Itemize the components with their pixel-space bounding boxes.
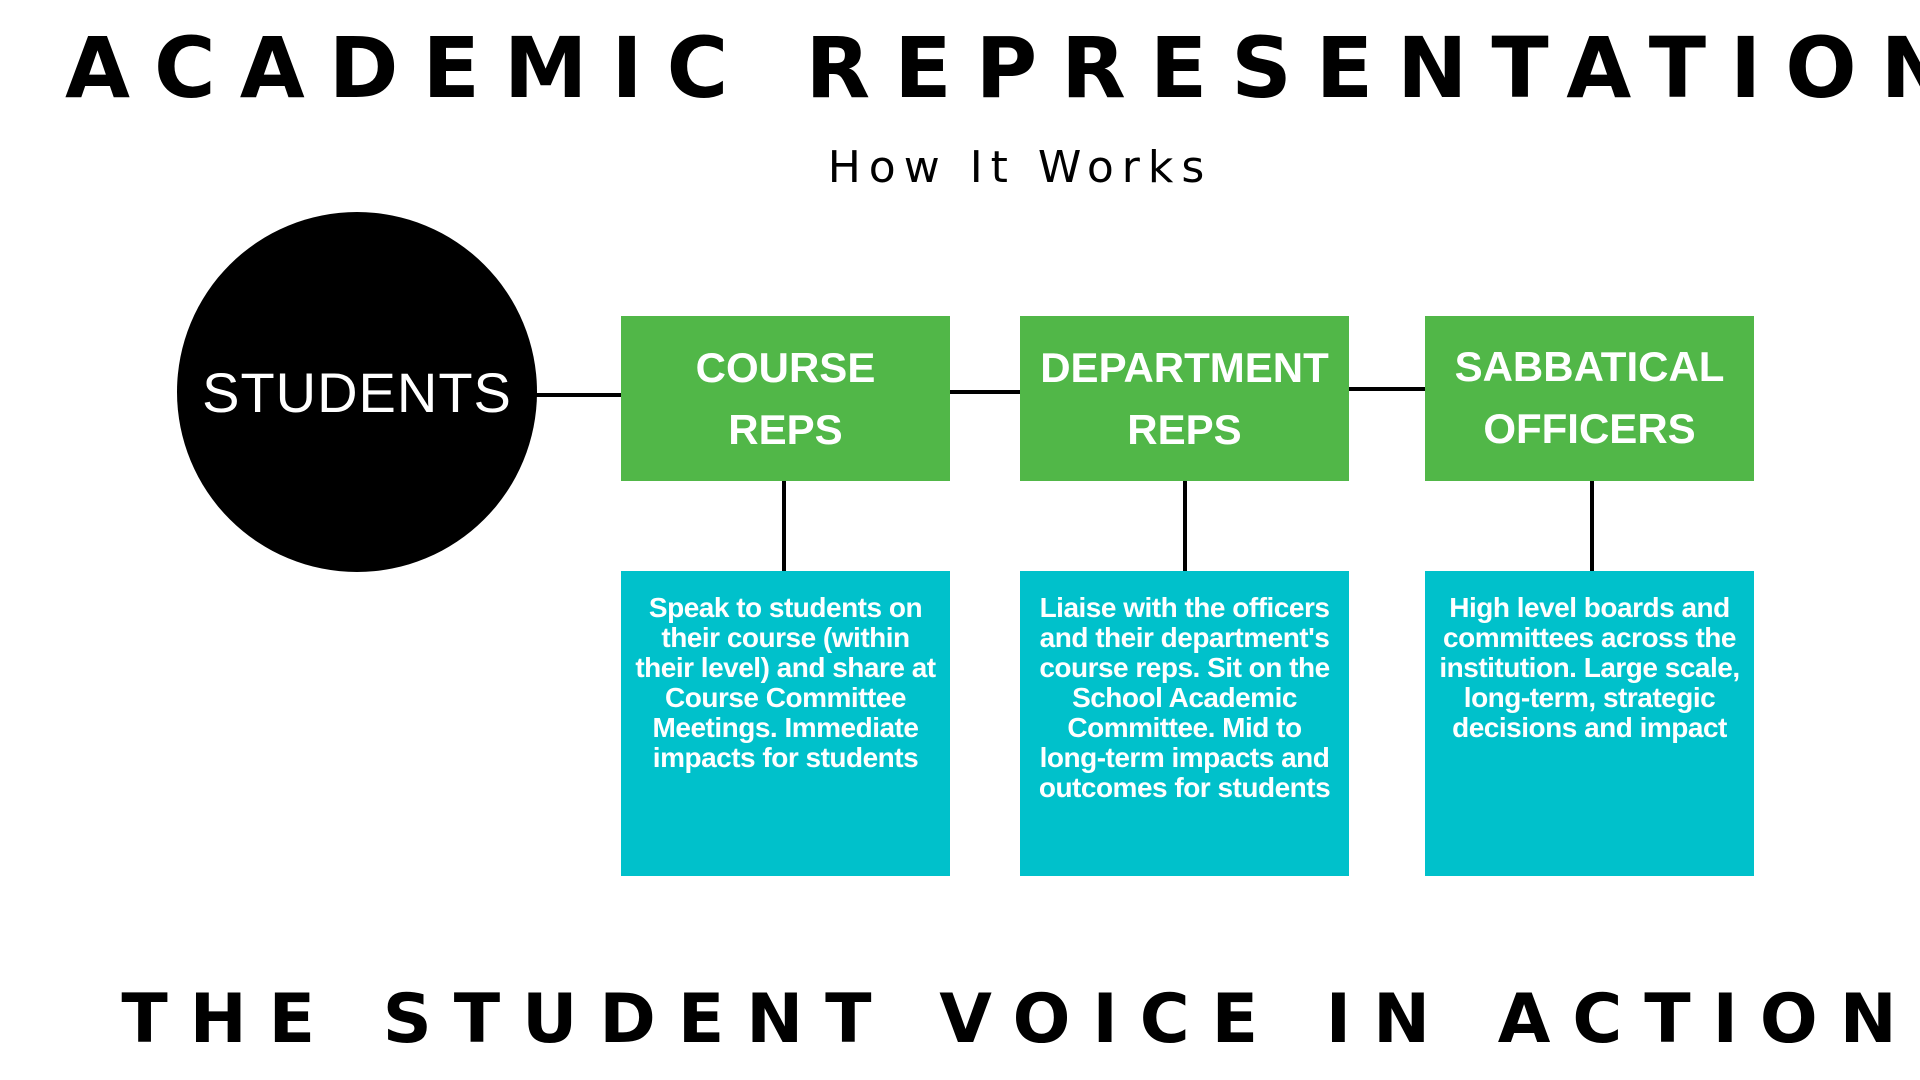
connector-course-department [948, 390, 1020, 394]
course-reps-description: Speak to students on their course (withi… [621, 571, 950, 876]
connector-department-sabbatical [1348, 387, 1425, 391]
page-subtitle: How It Works [827, 142, 1213, 193]
department-reps-description: Liaise with the officers and their depar… [1020, 571, 1349, 876]
connector-students-course [535, 393, 621, 397]
page-title: ACADEMIC REPRESENTATION [65, 19, 1920, 117]
sabbatical-officers-box: SABBATICAL OFFICERS [1425, 316, 1754, 481]
students-label: STUDENTS [202, 360, 512, 424]
connector-sabbatical-description [1590, 481, 1594, 571]
sabbatical-officers-description: High level boards and committees across … [1425, 571, 1754, 876]
connector-department-description [1183, 481, 1187, 571]
department-reps-box: DEPARTMENT REPS [1020, 316, 1349, 481]
footer-tagline: THE STUDENT VOICE IN ACTION [121, 980, 1919, 1059]
course-reps-box: COURSE REPS [621, 316, 950, 481]
connector-course-description [782, 481, 786, 571]
students-node: STUDENTS [177, 212, 537, 572]
